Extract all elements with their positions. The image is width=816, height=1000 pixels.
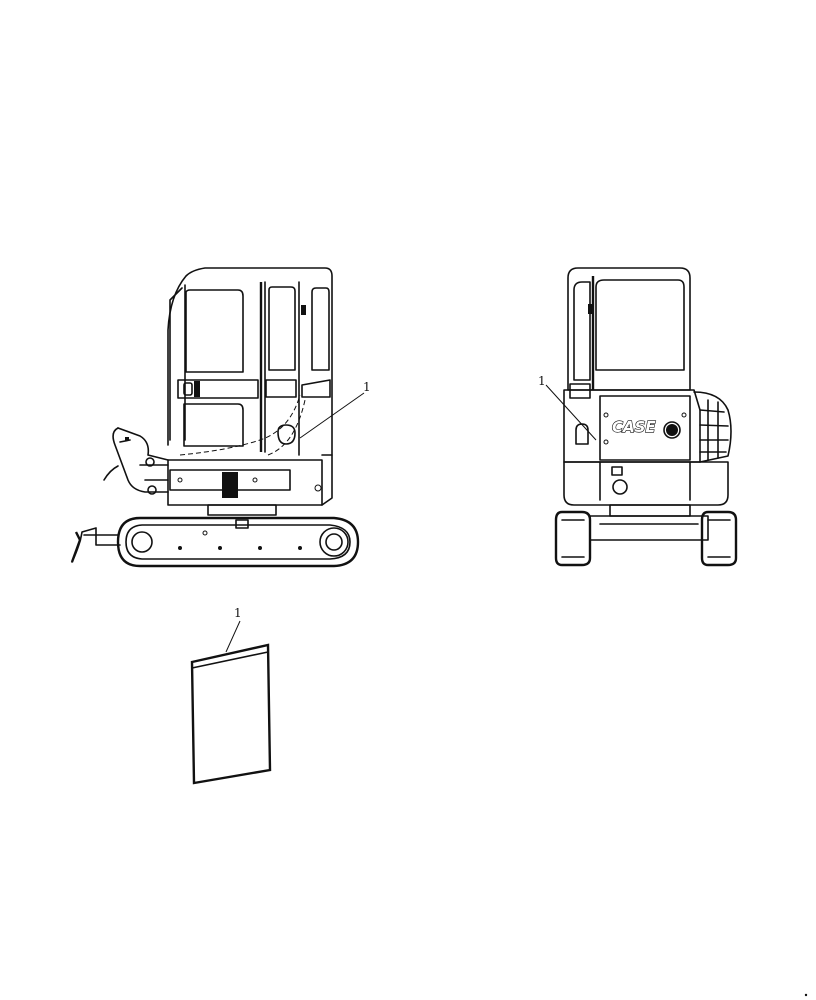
excavator-side-view: 1 bbox=[70, 267, 371, 568]
excavator-rear-view: CASE 1 bbox=[538, 267, 738, 567]
brand-decal-text: CASE bbox=[612, 418, 656, 436]
side-view-callout-number: 1 bbox=[363, 380, 371, 394]
decal-part-illustration: 1 bbox=[190, 606, 272, 785]
page-corner-dot bbox=[804, 993, 808, 997]
decal-part-callout-number: 1 bbox=[234, 606, 242, 620]
rear-view-callout-number: 1 bbox=[538, 374, 546, 388]
